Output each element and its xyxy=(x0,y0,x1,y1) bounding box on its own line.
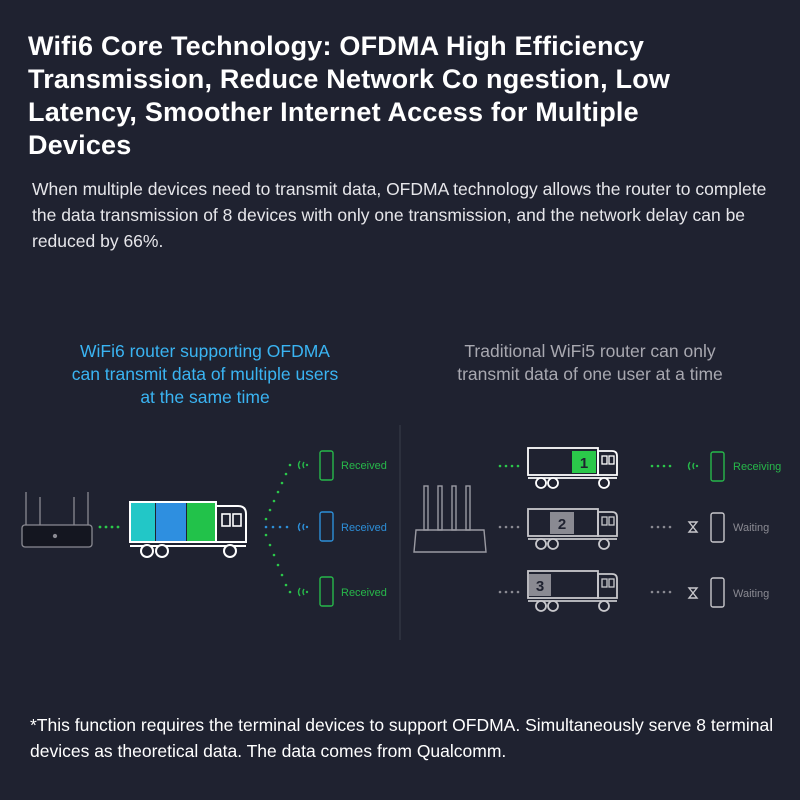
wifi6-caption: WiFi6 router supporting OFDMA can transm… xyxy=(30,340,380,409)
device-status: Waiting xyxy=(733,522,769,534)
truck-number: 2 xyxy=(558,516,566,533)
device-status: Received xyxy=(341,460,387,472)
cargo-block xyxy=(131,503,155,541)
phone-icon xyxy=(710,451,725,482)
phone-icon xyxy=(319,576,334,607)
wifi5-device-3: Waiting xyxy=(687,577,769,608)
cargo-block xyxy=(156,503,186,541)
wifi5-device-2: Waiting xyxy=(687,512,769,543)
hourglass-icon xyxy=(687,521,699,533)
cargo-block xyxy=(572,451,596,473)
wifi6-caption-line: WiFi6 router supporting OFDMA xyxy=(80,341,330,361)
wifi5-row-dots xyxy=(498,590,672,594)
device-status: Waiting xyxy=(733,588,769,600)
cargo-block xyxy=(550,512,574,534)
wifi5-caption: Traditional WiFi5 router can only transm… xyxy=(410,340,770,386)
wifi6-router-icon xyxy=(21,492,93,548)
wifi6-data-dots xyxy=(98,525,120,529)
phone-icon xyxy=(319,450,334,481)
phone-icon xyxy=(319,511,334,542)
device-status: Receiving xyxy=(733,461,781,473)
wifi5-caption-line: Traditional WiFi5 router can only xyxy=(464,341,716,361)
wifi6-device-1: Received xyxy=(297,450,387,481)
wifi5-row-dots xyxy=(498,525,672,529)
wifi6-device-2: Received xyxy=(297,511,387,542)
cargo-block xyxy=(529,574,551,596)
truck-number: 1 xyxy=(580,455,588,472)
wifi5-device-1: Receiving xyxy=(687,451,781,482)
wifi6-fanout-dots xyxy=(264,463,292,594)
wifi6-device-3: Received xyxy=(297,576,387,607)
wifi5-truck-2: 2 xyxy=(527,508,618,550)
wifi6-caption-line: at the same time xyxy=(140,387,270,407)
wifi5-truck-1: 1 xyxy=(527,447,618,489)
page-title: Wifi6 Core Technology: OFDMA High Effici… xyxy=(28,31,671,160)
wifi6-truck-icon xyxy=(129,501,247,558)
wifi6-caption-line: can transmit data of multiple users xyxy=(71,364,339,384)
wifi5-row-dots xyxy=(498,464,672,468)
device-status: Received xyxy=(341,522,387,534)
device-status: Received xyxy=(341,587,387,599)
wifi-icon xyxy=(297,522,301,532)
wifi5-router-icon xyxy=(413,485,487,553)
wifi-icon xyxy=(297,587,301,597)
truck-number: 3 xyxy=(536,578,544,595)
description: When multiple devices need to transmit d… xyxy=(32,179,767,251)
hourglass-icon xyxy=(687,587,699,599)
wifi5-truck-3: 3 xyxy=(527,570,618,612)
wifi5-caption-line: transmit data of one user at a time xyxy=(457,364,723,384)
cargo-block xyxy=(187,503,215,541)
phone-icon xyxy=(710,577,725,608)
wifi-icon xyxy=(297,460,301,470)
phone-icon xyxy=(710,512,725,543)
footnote: *This function requires the terminal dev… xyxy=(30,715,774,761)
wifi-icon xyxy=(687,461,691,471)
